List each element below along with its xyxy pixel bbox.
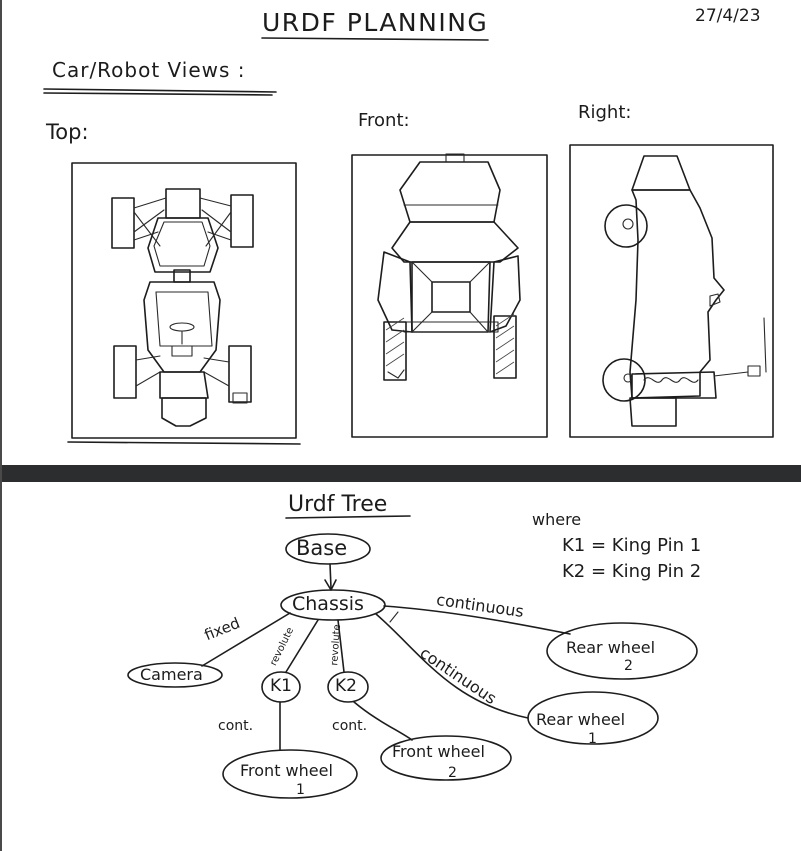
node-k1: K1 [270, 676, 292, 696]
k2-node-outline [327, 671, 369, 703]
right-view-drawing [569, 144, 774, 438]
date-label: 27/4/23 [695, 6, 761, 26]
node-front-wheel-1-number: 1 [296, 782, 305, 798]
page-left-edge [0, 0, 2, 851]
node-rear-wheel-2-name: Rear wheel [566, 638, 656, 657]
front-wheel-1-outline [222, 749, 358, 799]
node-camera: Camera [140, 665, 203, 684]
panel-divider [0, 465, 801, 482]
node-front-wheel-1-name: Front wheel [240, 761, 333, 780]
front-wheel-2-outline [380, 735, 512, 781]
node-front-wheel-2-name: Front wheel [392, 742, 485, 761]
front-view-label: Front: [358, 110, 410, 131]
views-drawing [43, 37, 774, 445]
node-k2: K2 [335, 676, 357, 696]
k1-node-outline [261, 671, 301, 703]
page-title: URDF PLANNING [262, 8, 489, 37]
urdf-tree-diagram [127, 515, 698, 799]
node-front-wheel-2-number: 2 [448, 765, 457, 781]
edge-label-cont-k2: cont. [332, 718, 368, 734]
edge-label-cont-k1: cont. [218, 718, 254, 734]
chassis-node-outline [280, 589, 386, 621]
node-rear-wheel-1-number: 1 [588, 731, 597, 747]
urdf-tree-panel: Urdf Tree where K1 = King Pin 1 K2 = Kin… [0, 482, 801, 851]
node-rear-wheel-1-name: Rear wheel [536, 710, 626, 729]
legend-line-k2: K2 = King Pin 2 [562, 561, 702, 582]
front-view-drawing [351, 153, 548, 438]
top-view-label: Top: [46, 120, 89, 144]
tree-title: Urdf Tree [288, 492, 388, 517]
rear-wheel-2-outline [546, 622, 698, 680]
legend-heading: where [532, 510, 582, 529]
legend-line-k1: K1 = King Pin 1 [562, 535, 702, 556]
node-base: Base [296, 536, 348, 560]
base-node-outline [285, 533, 371, 565]
camera-node-outline [127, 662, 223, 688]
node-rear-wheel-2-number: 2 [624, 658, 633, 674]
right-view-label: Right: [578, 102, 632, 123]
views-heading: Car/Robot Views : [52, 58, 246, 82]
top-view-drawing [67, 162, 301, 445]
node-chassis: Chassis [292, 593, 364, 615]
views-panel: URDF PLANNING 27/4/23 Car/Robot Views : … [43, 6, 774, 445]
